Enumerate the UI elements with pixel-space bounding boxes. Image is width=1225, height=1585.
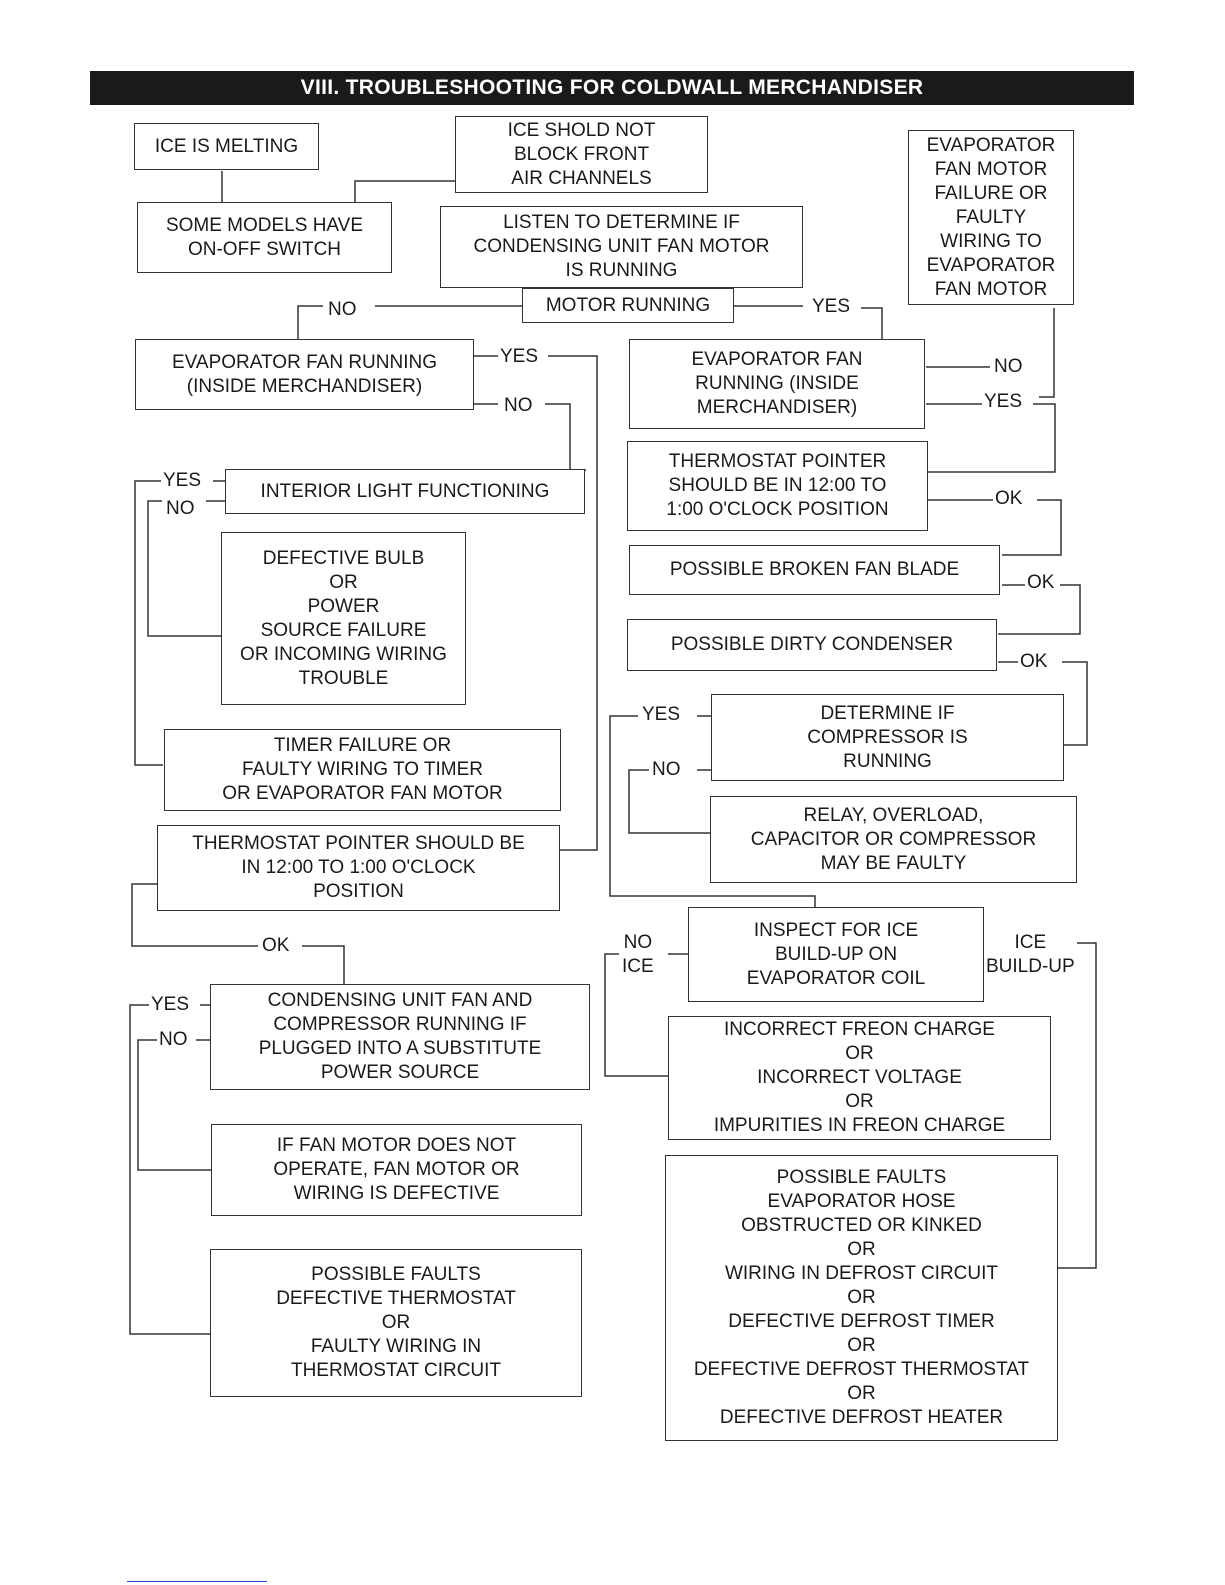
label-yes-condensing: YES: [149, 994, 192, 1015]
box-ice-block-channels: ICE SHOLD NOT BLOCK FRONT AIR CHANNELS: [455, 116, 708, 193]
box-dirty-condenser: POSSIBLE DIRTY CONDENSER: [627, 619, 997, 671]
label-yes-evap-left: YES: [498, 346, 541, 367]
label-yes-compressor: YES: [640, 704, 683, 725]
box-interior-light: INTERIOR LIGHT FUNCTIONING: [225, 469, 585, 514]
label-ok-thermostat-right: OK: [993, 488, 1025, 509]
box-defective-bulb: DEFECTIVE BULB OR POWER SOURCE FAILURE O…: [221, 532, 466, 705]
label-no-motor: NO: [326, 299, 359, 320]
box-faults-defrost: POSSIBLE FAULTS EVAPORATOR HOSE OBSTRUCT…: [665, 1155, 1058, 1441]
box-motor-running: MOTOR RUNNING: [522, 288, 734, 323]
label-yes-light: YES: [161, 470, 204, 491]
label-yes-motor: YES: [810, 296, 853, 317]
label-ok-condenser: OK: [1018, 651, 1050, 672]
box-listen-condensing: LISTEN TO DETERMINE IF CONDENSING UNIT F…: [440, 206, 803, 288]
footer-link-underline: [127, 1581, 267, 1582]
box-evap-fan-running-left: EVAPORATOR FAN RUNNING (INSIDE MERCHANDI…: [135, 339, 474, 410]
box-broken-fan-blade: POSSIBLE BROKEN FAN BLADE: [629, 545, 1000, 595]
label-ice-buildup: ICE BUILD-UP: [984, 931, 1077, 979]
box-faults-thermostat: POSSIBLE FAULTS DEFECTIVE THERMOSTAT OR …: [210, 1249, 582, 1397]
box-fan-motor-defective: IF FAN MOTOR DOES NOT OPERATE, FAN MOTOR…: [211, 1124, 582, 1216]
label-ok-thermostat-left: OK: [260, 935, 292, 956]
box-relay-overload: RELAY, OVERLOAD, CAPACITOR OR COMPRESSOR…: [710, 796, 1077, 883]
label-no-evap-left: NO: [502, 395, 535, 416]
box-evap-fan-running-right: EVAPORATOR FAN RUNNING (INSIDE MERCHANDI…: [629, 339, 925, 429]
label-yes-evap-right: YES: [982, 391, 1025, 412]
box-thermostat-pointer-left: THERMOSTAT POINTER SHOULD BE IN 12:00 TO…: [157, 825, 560, 911]
box-inspect-ice: INSPECT FOR ICE BUILD-UP ON EVAPORATOR C…: [688, 907, 984, 1002]
label-ok-fan-blade: OK: [1025, 572, 1057, 593]
box-thermostat-pointer-right: THERMOSTAT POINTER SHOULD BE IN 12:00 TO…: [627, 441, 928, 531]
box-some-models-switch: SOME MODELS HAVE ON-OFF SWITCH: [137, 202, 392, 273]
page-title: VIII. TROUBLESHOOTING FOR COLDWALL MERCH…: [90, 71, 1134, 105]
label-no-light: NO: [164, 498, 197, 519]
label-no-evap-right: NO: [992, 356, 1025, 377]
box-timer-failure: TIMER FAILURE OR FAULTY WIRING TO TIMER …: [164, 729, 561, 811]
box-evap-fan-motor-failure: EVAPORATOR FAN MOTOR FAILURE OR FAULTY W…: [908, 130, 1074, 305]
label-no-ice: NO ICE: [620, 931, 656, 979]
box-ice-melting: ICE IS MELTING: [134, 123, 319, 170]
box-compressor-running: DETERMINE IF COMPRESSOR IS RUNNING: [711, 694, 1064, 781]
box-condensing-substitute: CONDENSING UNIT FAN AND COMPRESSOR RUNNI…: [210, 984, 590, 1090]
label-no-condensing: NO: [157, 1029, 190, 1050]
label-no-compressor: NO: [650, 759, 683, 780]
box-incorrect-freon: INCORRECT FREON CHARGE OR INCORRECT VOLT…: [668, 1016, 1051, 1140]
